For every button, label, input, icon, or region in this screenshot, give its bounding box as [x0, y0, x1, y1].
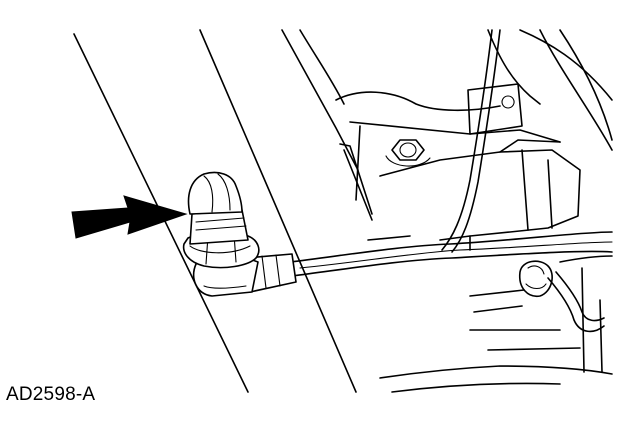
pointer-arrow [71, 195, 188, 239]
sensor-assembly [182, 171, 297, 297]
lower-clip [379, 260, 613, 393]
upper-structure [299, 29, 613, 221]
figure-id-label: AD2598-A [6, 384, 96, 405]
bolt [385, 139, 431, 167]
component-housing [367, 139, 581, 251]
wiring-harness [289, 29, 613, 277]
